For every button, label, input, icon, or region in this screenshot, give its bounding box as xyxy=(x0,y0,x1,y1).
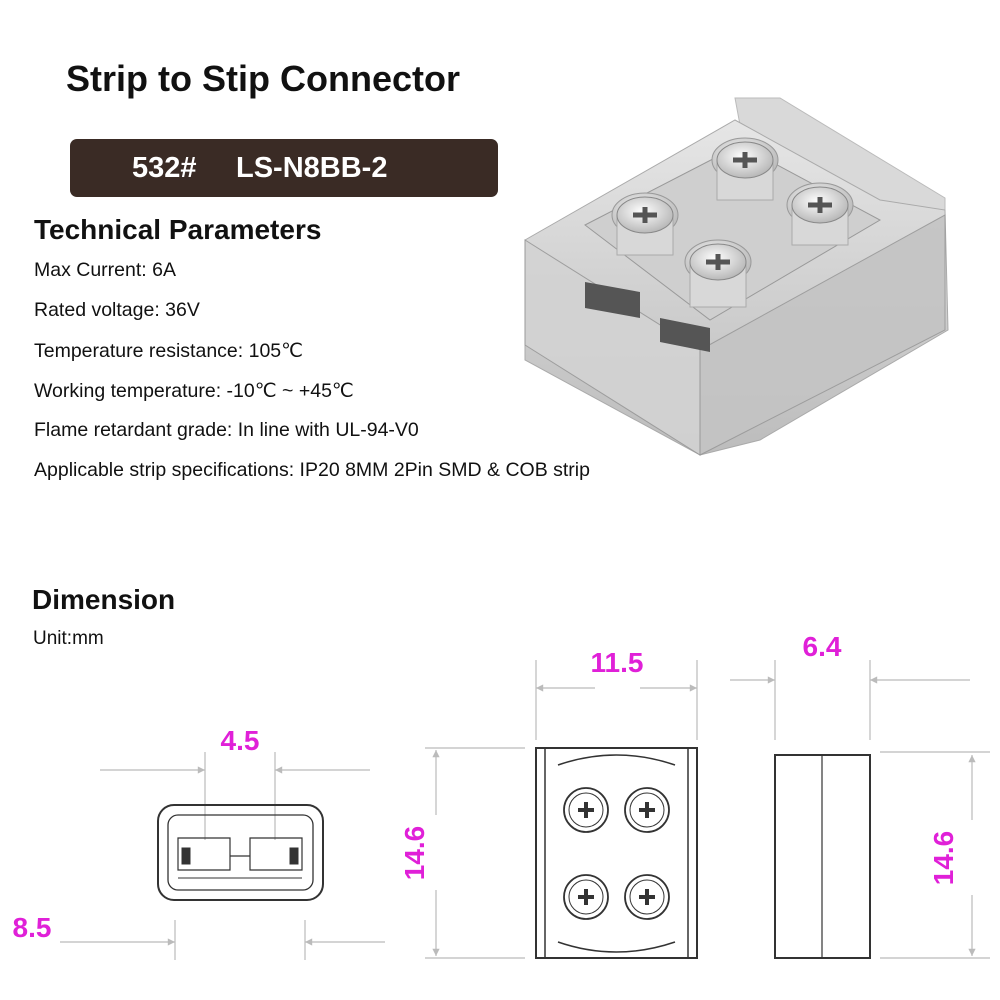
dimension-heading: Dimension xyxy=(32,584,176,615)
model-badge: 532# LS-N8BB-2 xyxy=(70,139,498,197)
screw-icon xyxy=(563,874,609,920)
param-rated-voltage: Rated voltage: 36V xyxy=(34,299,200,321)
end-view xyxy=(157,804,324,901)
screw-icon xyxy=(684,239,752,308)
param-max-current: Max Current: 6A xyxy=(34,259,176,281)
top-view xyxy=(535,747,698,959)
connector-product-image xyxy=(524,97,949,456)
dim-top-width: 11.5 xyxy=(591,647,644,678)
screw-icon xyxy=(711,137,779,201)
dim-top-length: 14.6 xyxy=(399,826,430,881)
model-code: 532# xyxy=(132,152,197,184)
param-strip-spec: Applicable strip specifications: IP20 8M… xyxy=(34,459,590,481)
model-name: LS-N8BB-2 xyxy=(236,152,388,184)
param-flame-retardant: Flame retardant grade: In line with UL-9… xyxy=(34,419,419,441)
dim-overall-width: 8.5 xyxy=(13,912,52,943)
dimension-drawing: 4.5 8.5 11.5 6.4 14.6 14.6 xyxy=(13,631,990,960)
screw-icon xyxy=(624,787,670,833)
screw-icon xyxy=(624,874,670,920)
screw-icon xyxy=(786,182,854,246)
dim-slot-width: 4.5 xyxy=(221,725,260,756)
screw-icon xyxy=(563,787,609,833)
param-working-temperature: Working temperature: -10℃ ~ +45℃ xyxy=(34,380,354,402)
dim-side-width: 6.4 xyxy=(803,631,842,662)
screw-icon xyxy=(611,192,679,256)
unit-label: Unit:mm xyxy=(33,628,104,649)
side-view xyxy=(774,754,871,959)
page-title: Strip to Stip Connector xyxy=(66,58,460,99)
technical-parameters-heading: Technical Parameters xyxy=(34,214,322,245)
dim-side-length: 14.6 xyxy=(928,831,959,886)
param-temperature-resistance: Temperature resistance: 105℃ xyxy=(34,340,304,362)
